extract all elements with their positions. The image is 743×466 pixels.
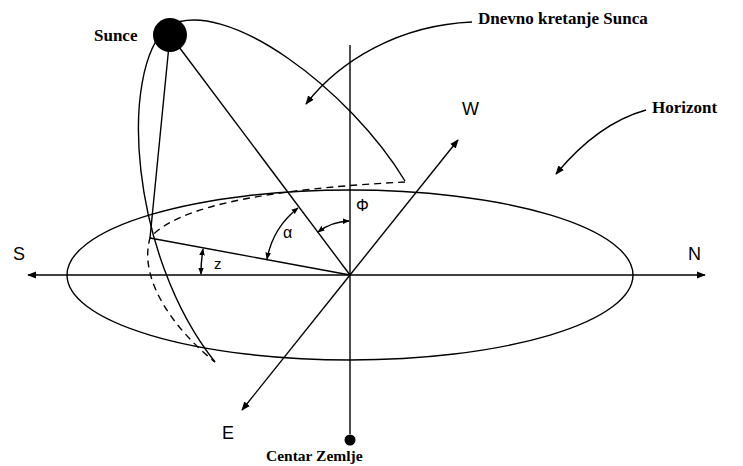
direction-label: N [688, 245, 701, 264]
callout-label: Dnevno kretanje Sunca [478, 10, 648, 28]
angle-label: z [214, 256, 222, 272]
east-axis [242, 275, 350, 410]
zenith-angle-arc [318, 221, 349, 232]
direction-label: E [222, 424, 234, 443]
leader-line [306, 22, 472, 104]
direction-label: W [462, 100, 479, 119]
west-axis [350, 140, 458, 275]
angle-label: Φ [356, 198, 369, 215]
south-north-axis [28, 274, 705, 275]
sun-vertical-projection [150, 35, 170, 238]
angle-label: α [283, 225, 292, 242]
leader-line [556, 110, 646, 174]
earth-center-dot [345, 435, 356, 446]
earth-center-label: Centar Zemlje [266, 448, 363, 464]
altitude-angle-arc [267, 208, 298, 259]
callout-label: Horizont [652, 99, 717, 117]
vertical-axis [349, 45, 350, 434]
sun-path-hidden [148, 182, 405, 362]
sun-path [138, 20, 405, 362]
azimuth-angle-arc [201, 249, 203, 274]
horizontal-projection [150, 238, 350, 275]
sun-disc [153, 18, 187, 52]
sun-label: Sunce [94, 27, 137, 45]
sun-ray [170, 35, 350, 275]
direction-label: S [13, 245, 25, 264]
